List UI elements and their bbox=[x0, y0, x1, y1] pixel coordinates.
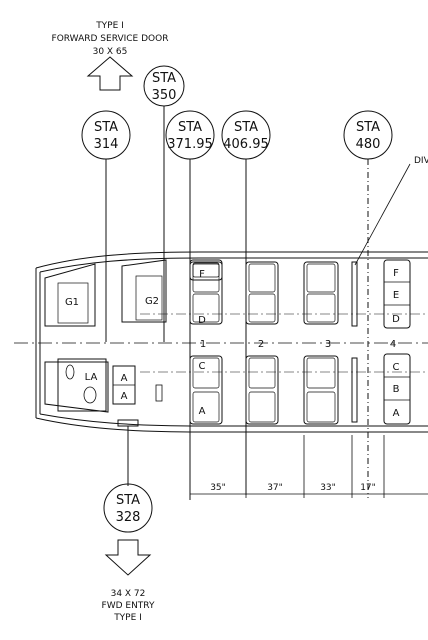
divider-panel-upper bbox=[351, 261, 358, 327]
svg-text:D: D bbox=[198, 315, 206, 326]
svg-text:406.95: 406.95 bbox=[223, 137, 269, 152]
forward-door-type: TYPE I bbox=[95, 21, 124, 31]
svg-text:G2: G2 bbox=[145, 296, 159, 307]
svg-text:A: A bbox=[121, 391, 128, 402]
svg-text:STA: STA bbox=[152, 71, 176, 86]
station-marker-371: STA 371.95 bbox=[165, 110, 215, 160]
svg-text:A: A bbox=[121, 373, 128, 384]
down-arrow-icon bbox=[104, 539, 152, 576]
svg-text:STA: STA bbox=[178, 120, 202, 135]
row-number-4: 4 bbox=[390, 339, 396, 350]
svg-text:350: 350 bbox=[152, 88, 177, 103]
row-number-1: 1 bbox=[200, 339, 206, 350]
row-1-seats: F D C A bbox=[189, 259, 223, 425]
svg-text:B: B bbox=[393, 384, 400, 395]
panel-marker bbox=[155, 384, 163, 402]
svg-text:F: F bbox=[199, 269, 205, 280]
fwd-entry-door-marker bbox=[117, 419, 139, 427]
lavatory-la: LA bbox=[44, 358, 109, 413]
fwd-entry-name: FWD ENTRY bbox=[102, 601, 155, 611]
row-number-3: 3 bbox=[325, 339, 331, 350]
svg-text:F: F bbox=[393, 268, 399, 279]
fwd-entry-size: 34 X 72 bbox=[111, 589, 146, 599]
row-numbers: 1 2 3 4 bbox=[200, 339, 396, 350]
up-arrow-icon bbox=[86, 56, 134, 91]
pitch-row2: 37" bbox=[267, 483, 283, 493]
fuselage-outline bbox=[35, 251, 428, 433]
svg-text:480: 480 bbox=[356, 137, 381, 152]
svg-text:371.95: 371.95 bbox=[167, 137, 213, 152]
svg-text:A: A bbox=[199, 406, 206, 417]
svg-text:STA: STA bbox=[94, 120, 118, 135]
svg-text:STA: STA bbox=[234, 120, 258, 135]
svg-text:C: C bbox=[393, 362, 400, 373]
pitch-row3: 33" bbox=[320, 483, 336, 493]
station-marker-350: STA 350 bbox=[143, 65, 185, 107]
row-number-2: 2 bbox=[258, 339, 264, 350]
station-marker-314: STA 314 bbox=[81, 110, 131, 160]
galley-g1: G1 bbox=[44, 263, 96, 327]
station-marker-406: STA 406.95 bbox=[221, 110, 271, 160]
galley-g2: G2 bbox=[121, 259, 167, 323]
forward-door-name: FORWARD SERVICE DOOR bbox=[52, 34, 169, 44]
pitch-dimension-lines bbox=[189, 435, 428, 498]
svg-text:328: 328 bbox=[116, 510, 141, 525]
station-marker-480: STA 480 bbox=[343, 110, 393, 160]
divider-label: DIV bbox=[414, 156, 428, 166]
svg-text:A: A bbox=[393, 408, 400, 419]
divider-panel-lower bbox=[351, 357, 358, 423]
svg-text:D: D bbox=[392, 314, 400, 325]
pitch-row1: 35" bbox=[210, 483, 226, 493]
svg-text:STA: STA bbox=[356, 120, 380, 135]
row-4-seats: F E D C B A bbox=[383, 259, 411, 425]
svg-text:STA: STA bbox=[116, 493, 140, 508]
pitch-row4: 17" bbox=[360, 483, 376, 493]
svg-text:G1: G1 bbox=[65, 297, 79, 308]
forward-service-door-label: TYPE I FORWARD SERVICE DOOR 30 X 65 bbox=[52, 21, 169, 57]
svg-text:E: E bbox=[393, 290, 399, 301]
row-2-seats bbox=[245, 261, 279, 425]
svg-text:LA: LA bbox=[85, 372, 98, 383]
forward-door-size: 30 X 65 bbox=[93, 47, 128, 57]
row-3-seats bbox=[303, 261, 339, 425]
divider-leader-line bbox=[354, 163, 411, 266]
station-marker-328: STA 328 bbox=[103, 483, 153, 533]
fwd-entry-type: TYPE I bbox=[113, 613, 142, 623]
svg-text:314: 314 bbox=[94, 137, 119, 152]
svg-text:C: C bbox=[199, 361, 206, 372]
attendant-seat-block: A A bbox=[112, 365, 136, 405]
fwd-entry-door-label: 34 X 72 FWD ENTRY TYPE I bbox=[102, 589, 155, 623]
